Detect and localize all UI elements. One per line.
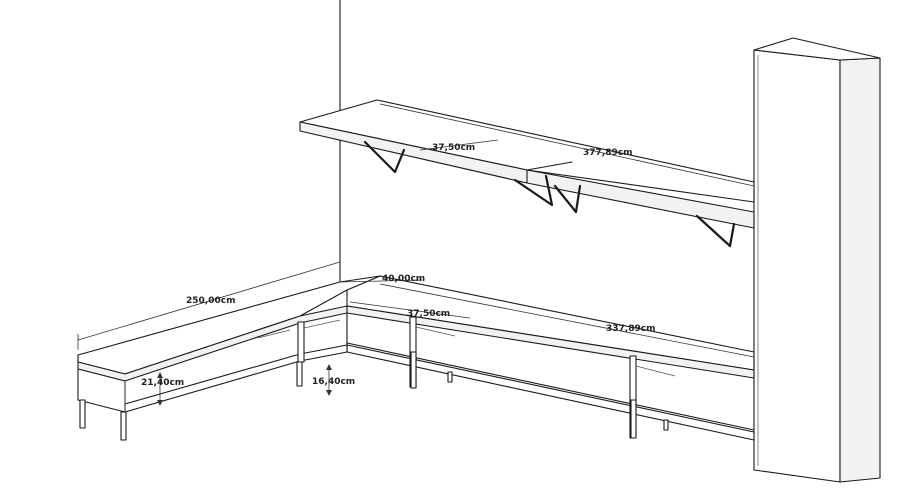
dim-label-shelf-depth: 37,50cm (432, 143, 475, 153)
dim-label-unit-depth: 37,50cm (407, 309, 450, 319)
shelf-bracket (553, 184, 582, 214)
dim-label-left-shelf-height: 21,40cm (141, 378, 184, 388)
unit-leg (79, 399, 86, 429)
tall-cabinet (753, 37, 881, 483)
shelf-bracket (513, 174, 554, 207)
wall-shelf (299, 99, 755, 248)
dimension-lines (77, 103, 755, 406)
shelf-bracket (695, 214, 736, 248)
unit-leg (630, 399, 637, 439)
left-low-unit (77, 275, 381, 441)
unit-leg (296, 361, 303, 387)
dim-label-right-shelf-height: 16,40cm (312, 377, 355, 387)
unit-leg (120, 411, 127, 441)
right-low-unit (346, 275, 755, 441)
dim-label-corner-depth: 40,00cm (382, 274, 425, 284)
dim-label-shelf-length: 377,89cm (583, 148, 632, 158)
shelf-bracket (363, 140, 406, 174)
dim-label-unit-length: 337,89cm (606, 324, 655, 334)
dim-label-left-unit-length: 250,00cm (186, 296, 235, 306)
unit-leg (410, 351, 417, 389)
